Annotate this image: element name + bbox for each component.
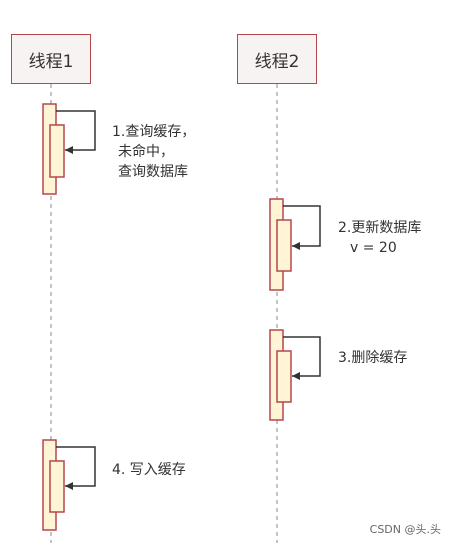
watermark: CSDN @头.头 bbox=[369, 523, 441, 536]
step-1-activation bbox=[42, 103, 96, 195]
step-1-label: 1.查询缓存， 未命中， 查询数据库 bbox=[112, 122, 195, 182]
step-4-activation bbox=[42, 439, 96, 531]
participant-thread2: 线程2 bbox=[237, 34, 317, 84]
step-3-activation bbox=[269, 329, 321, 421]
participant-thread2-label: 线程2 bbox=[254, 51, 300, 72]
step-2-line-1: 2.更新数据库 bbox=[338, 220, 422, 236]
step-1-line-3: 查询数据库 bbox=[118, 164, 188, 180]
step-4-label: 4. 写入缓存 bbox=[112, 460, 186, 480]
step-1-line-1: 1.查询缓存， bbox=[112, 124, 196, 140]
step-2-line-2: v = 20 bbox=[350, 240, 397, 256]
participant-thread1: 线程1 bbox=[11, 34, 91, 84]
participant-thread1-label: 线程1 bbox=[28, 51, 74, 72]
step-4-line-1: 4. 写入缓存 bbox=[112, 462, 186, 478]
step-2-activation bbox=[269, 198, 321, 291]
step-3-line-1: 3.删除缓存 bbox=[338, 350, 408, 366]
step-1-line-2: 未命中， bbox=[118, 144, 174, 160]
step-2-label: 2.更新数据库 v = 20 bbox=[338, 218, 421, 258]
step-3-label: 3.删除缓存 bbox=[338, 348, 407, 368]
